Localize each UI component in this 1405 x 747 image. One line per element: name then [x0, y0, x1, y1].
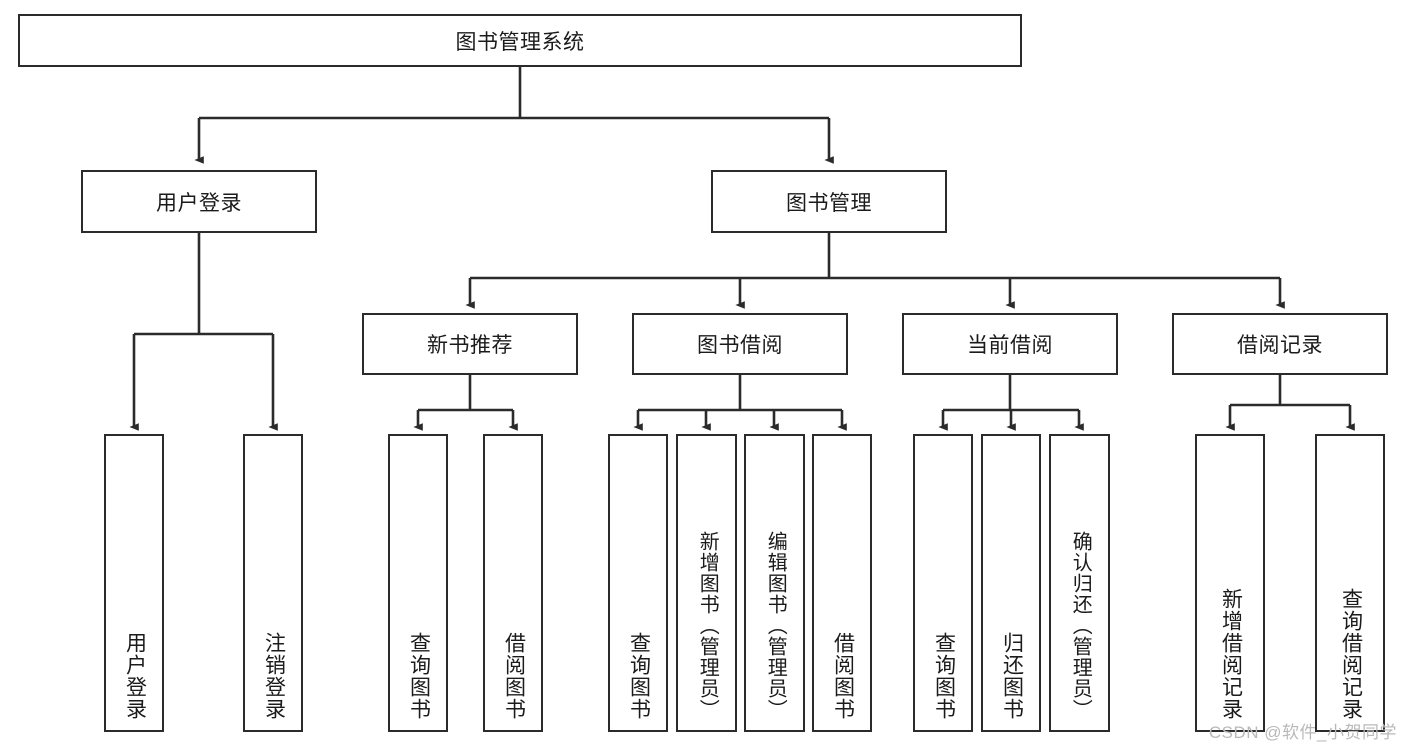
leaf-user-login[interactable]: 用户登录: [104, 434, 164, 732]
leaf-confirm-return[interactable]: 确认归还（管理员）: [1049, 434, 1110, 732]
node-current-borrow[interactable]: 当前借阅: [902, 313, 1118, 375]
leaf-user-logout[interactable]: 注销登录: [243, 434, 303, 732]
csdn-watermark: CSDN @软件_小贺同学: [1208, 723, 1397, 742]
leaf-confirm-return-label: 确认归还（管理员）: [1069, 531, 1092, 720]
node-user-login[interactable]: 用户登录: [81, 170, 317, 233]
node-book-borrow-label: 图书借阅: [697, 334, 783, 357]
node-root[interactable]: 图书管理系统: [18, 14, 1022, 67]
node-borrow-record[interactable]: 借阅记录: [1172, 313, 1388, 375]
leaf-borrow-book-1[interactable]: 借阅图书: [483, 434, 543, 732]
leaf-add-book-label: 新增图书（管理员）: [696, 531, 719, 720]
leaf-add-book[interactable]: 新增图书（管理员）: [676, 434, 737, 732]
leaf-query-book-1-label: 查询图书: [407, 632, 431, 720]
leaf-add-record[interactable]: 新增借阅记录: [1195, 434, 1265, 732]
node-new-book-recommend[interactable]: 新书推荐: [362, 313, 578, 375]
node-book-borrow[interactable]: 图书借阅: [632, 313, 848, 375]
leaf-query-book-3-label: 查询图书: [932, 632, 956, 720]
leaf-edit-book-label: 编辑图书（管理员）: [764, 531, 787, 720]
leaf-borrow-book-2-label: 借阅图书: [831, 632, 855, 720]
node-root-label: 图书管理系统: [455, 30, 585, 54]
leaf-query-record-label: 查询借阅记录: [1339, 588, 1363, 720]
leaf-query-book-2-label: 查询图书: [627, 632, 651, 720]
node-current-borrow-label: 当前借阅: [967, 334, 1053, 357]
leaf-return-book[interactable]: 归还图书: [981, 434, 1041, 732]
leaf-query-book-3[interactable]: 查询图书: [913, 434, 973, 732]
node-book-manage[interactable]: 图书管理: [711, 170, 947, 233]
leaf-add-record-label: 新增借阅记录: [1219, 588, 1243, 720]
leaf-borrow-book-1-label: 借阅图书: [502, 632, 526, 720]
node-user-login-label: 用户登录: [156, 191, 242, 215]
leaf-user-logout-label: 注销登录: [262, 632, 286, 720]
leaf-query-book-2[interactable]: 查询图书: [608, 434, 668, 732]
node-new-book-recommend-label: 新书推荐: [427, 334, 513, 357]
leaf-query-book-1[interactable]: 查询图书: [388, 434, 448, 732]
leaf-user-login-label: 用户登录: [123, 632, 147, 720]
node-borrow-record-label: 借阅记录: [1237, 334, 1323, 357]
leaf-edit-book[interactable]: 编辑图书（管理员）: [744, 434, 805, 732]
node-book-manage-label: 图书管理: [786, 191, 872, 215]
leaf-borrow-book-2[interactable]: 借阅图书: [812, 434, 872, 732]
leaf-return-book-label: 归还图书: [1000, 632, 1024, 720]
leaf-query-record[interactable]: 查询借阅记录: [1315, 434, 1385, 732]
